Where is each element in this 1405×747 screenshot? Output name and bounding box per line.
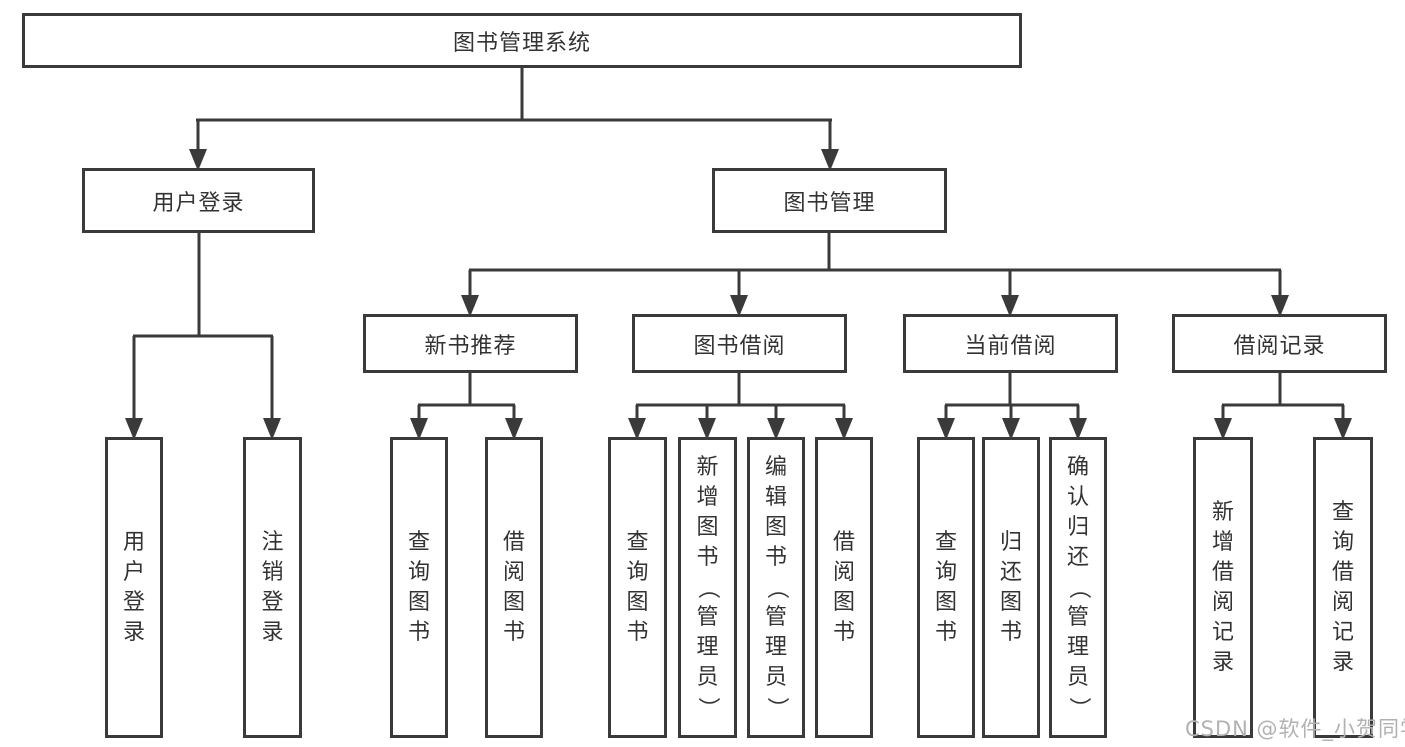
- node-book-management-group: 图书管理: [712, 168, 947, 233]
- leaf-borrow-edit-book-admin: 编辑图书（管理员）: [747, 437, 805, 738]
- node-current-borrow: 当前借阅: [903, 314, 1118, 373]
- node-root-system: 图书管理系统: [22, 13, 1022, 68]
- leaf-logout: 注销登录: [243, 437, 302, 738]
- leaf-current-return-book: 归还图书: [982, 437, 1040, 738]
- node-user-login-group: 用户登录: [82, 168, 315, 233]
- leaf-user-login: 用户登录: [105, 437, 163, 738]
- leaf-borrow-query-book: 查询图书: [608, 437, 667, 738]
- csdn-watermark: CSDN @软件_小贺同学: [1185, 717, 1405, 741]
- leaf-borrow-borrow-book: 借阅图书: [815, 437, 873, 738]
- node-book-borrow: 图书借阅: [632, 314, 847, 373]
- leaf-current-confirm-return-admin: 确认归还（管理员）: [1049, 437, 1107, 738]
- leaf-record-add-record: 新增借阅记录: [1193, 437, 1253, 738]
- leaf-current-query-book: 查询图书: [917, 437, 975, 738]
- node-borrow-record: 借阅记录: [1172, 314, 1387, 373]
- leaf-newbook-query-book: 查询图书: [390, 437, 448, 738]
- leaf-record-query-record: 查询借阅记录: [1313, 437, 1373, 738]
- leaf-newbook-borrow-book: 借阅图书: [485, 437, 543, 738]
- node-new-book-recommend: 新书推荐: [363, 314, 578, 373]
- leaf-borrow-add-book-admin: 新增图书（管理员）: [678, 437, 737, 738]
